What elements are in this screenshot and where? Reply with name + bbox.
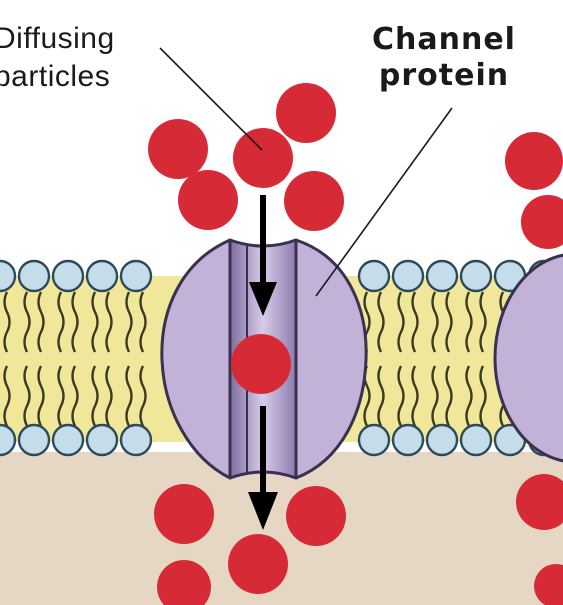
phospholipid-head [425,423,459,457]
diffusing-label-line-2: particles [0,60,111,93]
lipid-tail [445,291,453,353]
phospholipid-head [51,423,85,457]
phospholipid-head [17,423,51,457]
lipid-tail [37,291,45,353]
lipid-tail [411,365,419,427]
lipid-tail [71,365,79,427]
phospholipid-head [357,259,391,293]
protein-left-half [160,238,232,480]
diffusing-label-line-1: Diffusing [0,22,115,55]
channel-label-line-2: protein [378,58,510,93]
diffusing-particle [534,564,563,605]
diffusing-particles [148,83,563,605]
diffusing-particle [521,195,563,249]
phospholipid-head [51,259,85,293]
diffusing-leader-line [159,47,263,151]
lipid-tail [91,365,99,427]
diffusing-particle [284,171,344,231]
lipid-tail [465,365,473,427]
phospholipid-head [119,259,153,293]
callout-leader-lines [159,47,453,297]
diffusion-arrow-lower [248,406,278,530]
lipid-tail [397,291,405,353]
lipid-tail [377,365,385,427]
lipid-tail [411,291,419,353]
diffusing-particle [276,83,336,143]
lipid-tail [91,291,99,353]
phospholipid-head [17,259,51,293]
lipid-tail [479,365,487,427]
lipid-tail [139,291,147,353]
lipid-bilayer [0,259,563,457]
diffusing-particle [233,128,293,188]
phospholipid-head [119,423,153,457]
phospholipid-head [85,259,119,293]
diffusing-particle [228,534,288,594]
lipid-tail [23,291,31,353]
diffusing-particle [505,132,563,190]
lipid-tail [105,365,113,427]
phospholipid-head [0,259,17,293]
diffusing-particles-label: Diffusing particles [0,20,115,96]
lipid-tail [105,291,113,353]
diffusing-particle [286,486,346,546]
lipid-tail [445,365,453,427]
diffusing-particle [178,170,238,230]
diffusion-arrows [248,195,278,530]
lipid-tail [3,365,11,427]
phospholipid-head [425,259,459,293]
phospholipid-head [391,423,425,457]
lipid-tail [431,291,439,353]
channel-leader-line [315,107,453,297]
lipid-tail [71,291,79,353]
lipid-tail [23,365,31,427]
diffusing-particle [516,474,563,530]
lipid-tail [37,365,45,427]
diffusing-particle [148,119,208,179]
diffusion-arrow-upper [249,195,277,316]
lipid-tail [465,291,473,353]
phospholipid-head [459,259,493,293]
phospholipid-head [391,259,425,293]
lipid-tail [431,365,439,427]
lipid-tail [3,291,11,353]
phospholipid-head [0,423,17,457]
lipid-tail [139,365,147,427]
lipid-tail [397,365,405,427]
lipid-tail [377,291,385,353]
channel-protein-label: Channel protein [372,22,516,94]
lipid-tail [57,291,65,353]
lipid-tail [479,291,487,353]
lipid-tail [125,291,133,353]
channel-label-line-1: Channel [372,22,516,57]
phospholipid-head [85,423,119,457]
diffusing-particle [231,334,291,394]
lipid-tail [125,365,133,427]
diffusing-particle [157,560,211,605]
channel-protein-partial [493,253,563,463]
phospholipid-head [357,423,391,457]
phospholipid-head [459,423,493,457]
diffusing-particle [154,484,214,544]
extracellular-space [0,0,563,268]
lipid-tail [57,365,65,427]
